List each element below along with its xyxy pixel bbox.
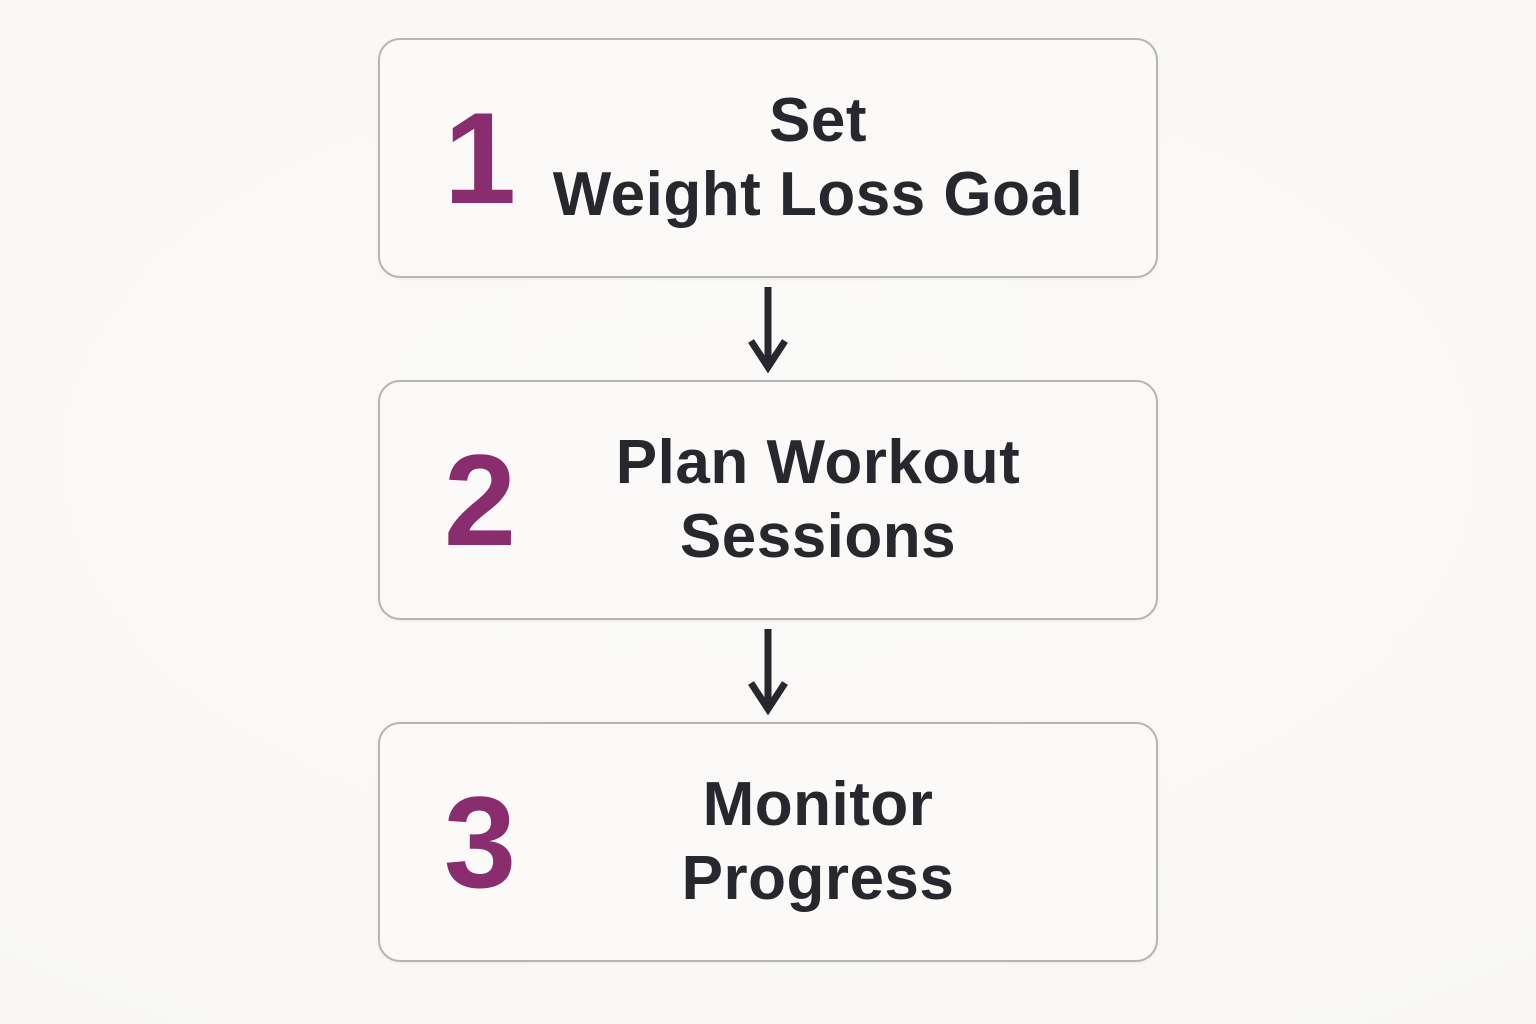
step-title-line: Set (769, 86, 867, 155)
step-title: Plan Workout Sessions (540, 426, 1096, 574)
step-title-line: Plan Workout (615, 428, 1021, 497)
step-title-line: Sessions (679, 502, 957, 571)
step-title-line: Weight Loss Goal (552, 160, 1084, 229)
step-number: 1 (443, 85, 517, 231)
step-box-3: 3 Monitor Progress (378, 722, 1158, 962)
step-number: 3 (443, 769, 517, 915)
step-title-line: Monitor (702, 770, 934, 839)
step-title-line: Progress (681, 844, 955, 913)
step-box-1: 1 Set Weight Loss Goal (378, 38, 1158, 278)
step-box-2: 2 Plan Workout Sessions (378, 380, 1158, 620)
step-title: Set Weight Loss Goal (540, 84, 1096, 232)
arrow-down-icon (746, 278, 790, 380)
step-number: 2 (443, 427, 517, 573)
flowchart: 1 Set Weight Loss Goal 2 Plan Workout Se… (378, 38, 1158, 962)
arrow-down-icon (746, 620, 790, 722)
step-title: Monitor Progress (540, 768, 1096, 916)
